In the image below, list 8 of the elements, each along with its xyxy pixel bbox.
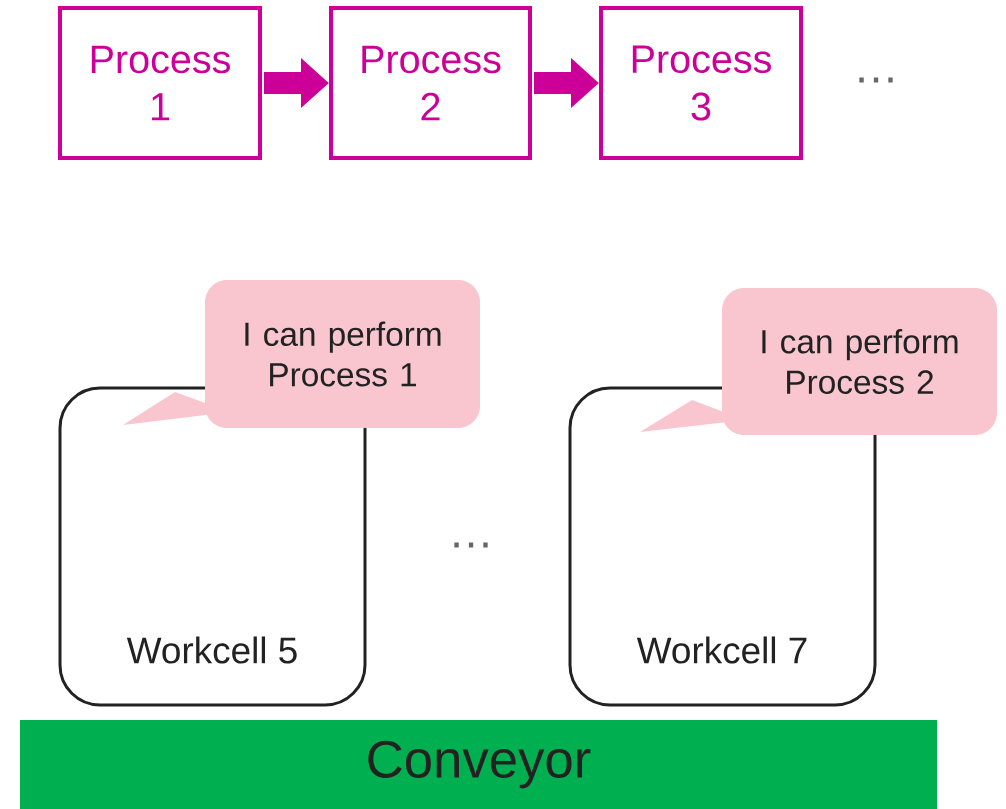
process-box: Process 1 bbox=[58, 6, 262, 160]
ellipsis: … bbox=[454, 542, 488, 548]
process-box: Process 3 bbox=[599, 6, 803, 160]
process-box: Process 2 bbox=[329, 6, 532, 160]
ellipsis: … bbox=[859, 77, 893, 83]
speech-bubble: I can perform Process 2 bbox=[640, 288, 997, 435]
conveyor-bar: Conveyor bbox=[20, 720, 937, 809]
speech-bubble: I can perform Process 1 bbox=[123, 280, 480, 428]
